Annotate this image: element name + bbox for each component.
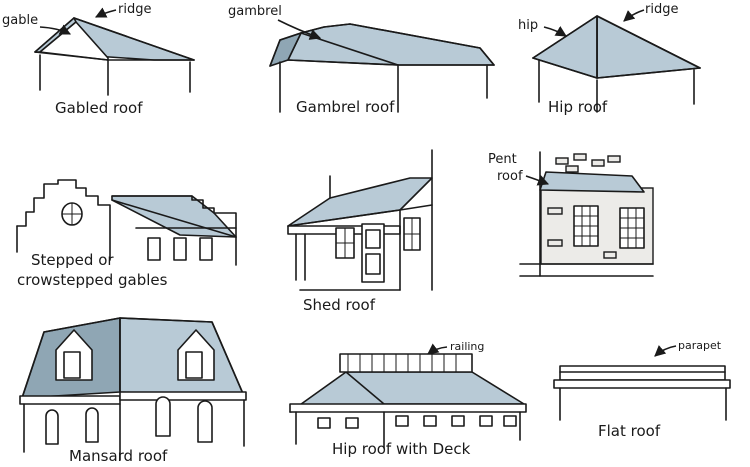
- hip-label: hip: [518, 18, 538, 33]
- shed-roof-caption: Shed roof: [303, 296, 376, 314]
- mansard-roof-drawing: [19, 317, 247, 461]
- gambrel-arrow: [277, 19, 322, 40]
- gable-arrow: [39, 24, 72, 35]
- parapet-arrow: [654, 345, 677, 357]
- railing-label: railing: [450, 340, 484, 353]
- shed-roof-drawing: [287, 149, 433, 291]
- mansard-roof-caption: Mansard roof: [69, 447, 168, 465]
- gambrel-roof-drawing: [269, 23, 495, 113]
- gabled-roof-drawing: [34, 17, 195, 96]
- hip-roof-deck-panel: railing Hip roof with Deck: [289, 340, 527, 458]
- stepped-caption-line1: Stepped or: [31, 251, 114, 269]
- hip-roof-deck-drawing: [289, 353, 527, 449]
- gabled-roof-panel: gable ridge Gabled roof: [2, 2, 195, 117]
- pent-arrow: [525, 175, 550, 186]
- parapet-label: parapet: [678, 339, 722, 352]
- gabled-roof-caption: Gabled roof: [55, 99, 143, 117]
- gambrel-roof-caption: Gambrel roof: [296, 98, 395, 116]
- railing-arrow: [427, 343, 448, 355]
- hip-roof-drawing: [532, 15, 701, 113]
- ridge-arrow: [94, 7, 117, 18]
- hip-arrow: [543, 26, 567, 37]
- gable-label: gable: [2, 13, 38, 28]
- gambrel-label: gambrel: [228, 4, 282, 19]
- gambrel-roof-panel: gambrel Gambrel roof: [228, 4, 495, 116]
- pent-label-line2: roof: [497, 169, 523, 184]
- hip-roof-panel: hip ridge Hip roof: [518, 2, 701, 116]
- stepped-gables-panel: Stepped or crowstepped gables: [16, 179, 237, 289]
- pent-label-line1: Pent: [488, 152, 517, 167]
- ridge-label: ridge: [118, 2, 151, 17]
- flat-roof-panel: parapet Flat roof: [553, 339, 731, 440]
- hip-roof-deck-caption: Hip roof with Deck: [332, 440, 471, 458]
- pent-roof-panel: Pent roof: [488, 151, 654, 277]
- stepped-caption-line2: crowstepped gables: [17, 271, 168, 289]
- flat-roof-caption: Flat roof: [598, 422, 661, 440]
- hip-ridge-arrow: [623, 9, 645, 22]
- hip-roof-caption: Hip roof: [548, 98, 608, 116]
- mansard-roof-panel: Mansard roof: [19, 317, 247, 465]
- flat-roof-drawing: [553, 365, 731, 421]
- stepped-gables-drawing: [16, 179, 237, 266]
- shed-roof-panel: Shed roof: [287, 149, 433, 314]
- hip-ridge-label: ridge: [645, 2, 678, 17]
- pent-roof-drawing: [519, 151, 654, 277]
